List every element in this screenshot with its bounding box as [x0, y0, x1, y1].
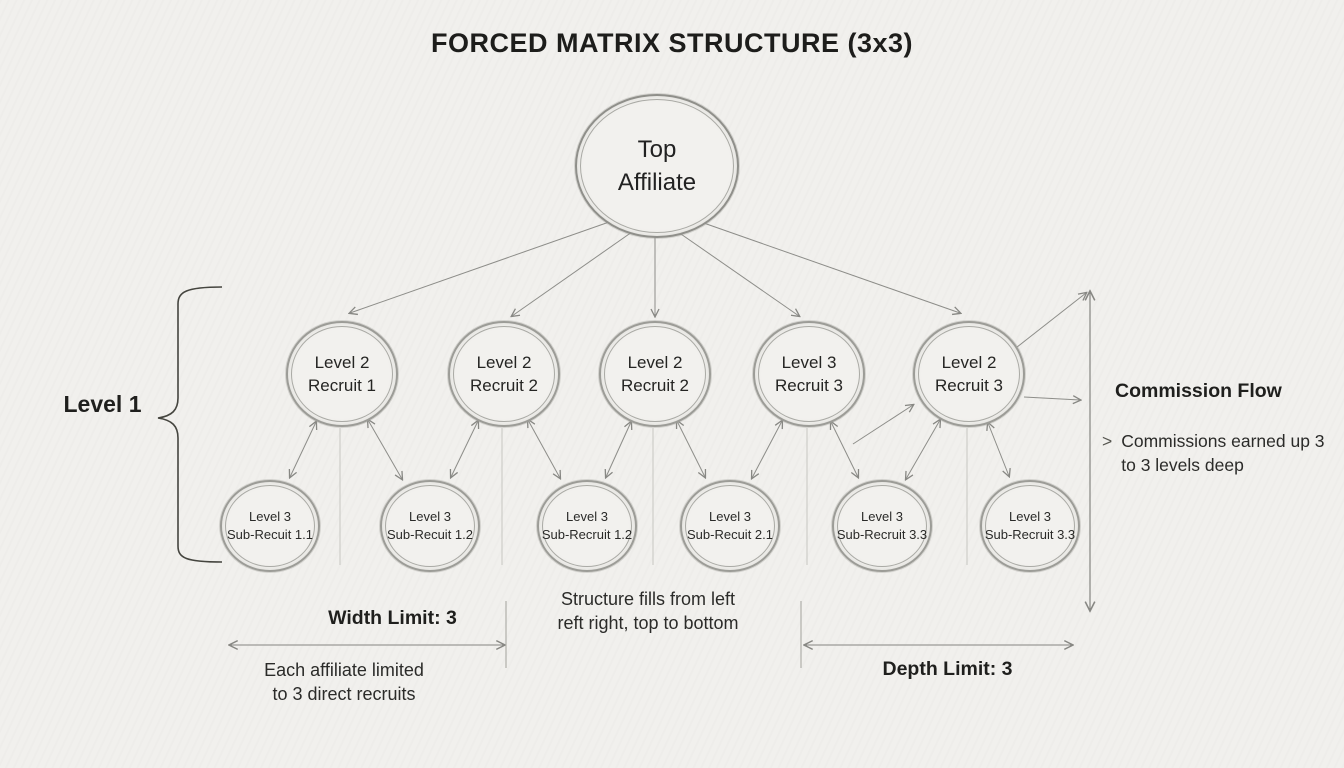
matrix-arrows — [290, 420, 1009, 479]
node-label-line: Recruit 2 — [620, 376, 690, 395]
node-level3-5: Level 3 Sub-Recruit 3.3 — [832, 480, 932, 572]
node-label-line: Level 2 — [476, 353, 532, 372]
commission-flow-note-text: Commissions earned up 3 to 3 levels deep — [1121, 431, 1325, 475]
node-level3-2: Level 3 Sub-Recuit 1.2 — [380, 480, 480, 572]
node-level2-4: Level 3 Recruit 3 — [753, 321, 865, 427]
node-level3-6: Level 3 Sub-Recruit 3.3 — [980, 480, 1080, 572]
node-label-line: Sub-Recruit 3.3 — [984, 527, 1076, 542]
node-label-line: Level 3 — [861, 509, 903, 524]
node-label-line: Level 3 — [1009, 509, 1051, 524]
node-label-line: Level 3 — [249, 509, 291, 524]
depth-limit-arrow — [800, 601, 1072, 668]
node-label-line: Level 3 — [566, 509, 608, 524]
node-label-line: Sub-Recuit 2.1 — [687, 527, 773, 542]
fan-arrows — [350, 220, 960, 316]
node-level2-2: Level 2 Recruit 2 — [448, 321, 560, 427]
node-label-line: Sub-Recruit 3.3 — [836, 527, 928, 542]
depth-limit-label: Depth Limit: 3 — [882, 658, 1013, 680]
level1-label: Level 1 — [63, 391, 142, 417]
node-label-line: Level 2 — [941, 353, 997, 372]
node-level3-4: Level 3 Sub-Recuit 2.1 — [680, 480, 780, 572]
vertical-guides — [339, 428, 968, 565]
node-label-line: Level 2 — [627, 353, 683, 372]
node-level2-5: Level 2 Recruit 3 — [913, 321, 1025, 427]
node-label-line: Sub-Recuit 1.2 — [387, 527, 473, 542]
node-label-line: Recruit 3 — [934, 376, 1004, 395]
diagram-title: FORCED MATRIX STRUCTURE (3x3) — [430, 28, 914, 58]
node-label-line: Recruit 1 — [307, 376, 377, 395]
node-label-line: Affiliate — [617, 169, 697, 196]
fill-order-note: Structure fills from left reft right, to… — [557, 589, 739, 633]
chevron-bullet-icon: > — [1102, 431, 1113, 451]
node-label-line: Level 3 — [709, 509, 751, 524]
node-label-line: Level 3 — [409, 509, 451, 524]
level1-brace — [157, 286, 223, 563]
commission-flow-note: > Commissions earned up 3 to 3 levels de… — [1102, 429, 1344, 477]
node-label-line: Recruit 3 — [774, 376, 844, 395]
node-level2-3: Level 2 Recruit 2 — [599, 321, 711, 427]
node-label-line: Top — [637, 136, 677, 163]
width-limit-label: Width Limit: 3 — [328, 607, 457, 629]
node-label-line: Sub-Recruit 1.2 — [541, 527, 633, 542]
node-label-line: Sub-Recuit 1.1 — [227, 527, 313, 542]
node-label-line: Level 3 — [781, 353, 837, 372]
node-level3-3: Level 3 Sub-Recruit 1.2 — [537, 480, 637, 572]
width-limit-note: Each affiliate limited to 3 direct recru… — [264, 660, 424, 704]
node-top-affiliate: Top Affiliate — [575, 94, 739, 238]
node-label-line: Level 2 — [314, 353, 370, 372]
commission-link-arrows — [852, 293, 1086, 445]
commission-flow-title: Commission Flow — [1115, 380, 1282, 402]
width-limit-arrow — [230, 601, 507, 668]
node-level3-1: Level 3 Sub-Recuit 1.1 — [220, 480, 320, 572]
node-level2-1: Level 2 Recruit 1 — [286, 321, 398, 427]
node-label-line: Recruit 2 — [469, 376, 539, 395]
